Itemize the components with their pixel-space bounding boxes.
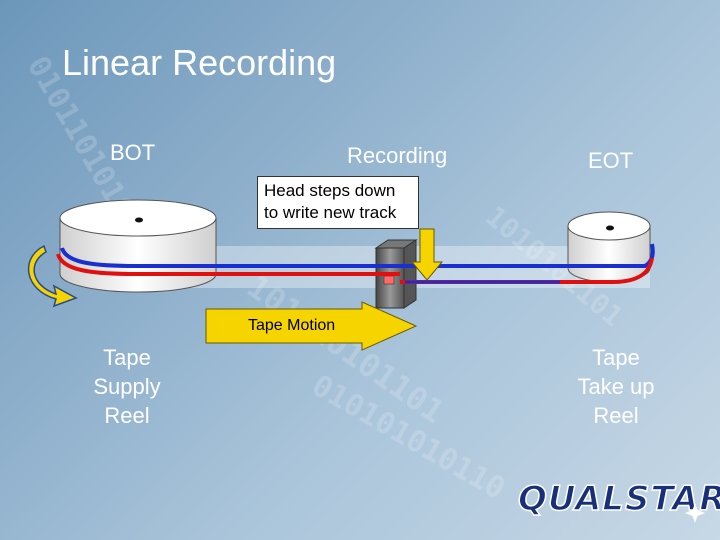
qualstar-logo: QUALSTAR bbox=[517, 478, 720, 523]
head-write-element bbox=[383, 275, 395, 285]
takeup-reel bbox=[567, 211, 651, 283]
supply-label-line-1: Tape bbox=[103, 345, 151, 370]
takeup-reel-hub bbox=[606, 225, 614, 231]
logo-star-icon bbox=[685, 503, 705, 523]
takeup-label-line-2: Take up bbox=[577, 374, 655, 399]
track-red bbox=[56, 253, 400, 276]
step-down-arrow bbox=[410, 228, 444, 281]
supply-reel-hub bbox=[135, 217, 143, 223]
takeup-reel-label: Tape Take up Reel bbox=[561, 343, 671, 430]
rotation-arrow-icon bbox=[27, 244, 78, 308]
track-red-takeup bbox=[400, 257, 654, 284]
supply-reel-label: Tape Supply Reel bbox=[72, 343, 182, 430]
eot-label: EOT bbox=[588, 148, 634, 173]
tape-motion-label: Tape Motion bbox=[248, 317, 336, 334]
supply-label-line-3: Reel bbox=[104, 403, 150, 428]
supply-reel bbox=[59, 199, 217, 293]
bot-label: BOT bbox=[110, 140, 156, 165]
tape-motion-arrow bbox=[205, 301, 418, 351]
track-blue bbox=[60, 243, 655, 268]
recording-head bbox=[374, 239, 418, 309]
head-step-callout: Head steps down to write new track bbox=[257, 176, 419, 229]
recording-label: Recording bbox=[347, 143, 448, 168]
takeup-label-line-1: Tape bbox=[592, 345, 640, 370]
callout-line-2: to write new track bbox=[264, 203, 397, 222]
page-title: Linear Recording bbox=[62, 42, 337, 83]
callout-line-1: Head steps down bbox=[264, 181, 396, 200]
takeup-label-line-3: Reel bbox=[593, 403, 639, 428]
supply-label-line-2: Supply bbox=[93, 374, 161, 399]
